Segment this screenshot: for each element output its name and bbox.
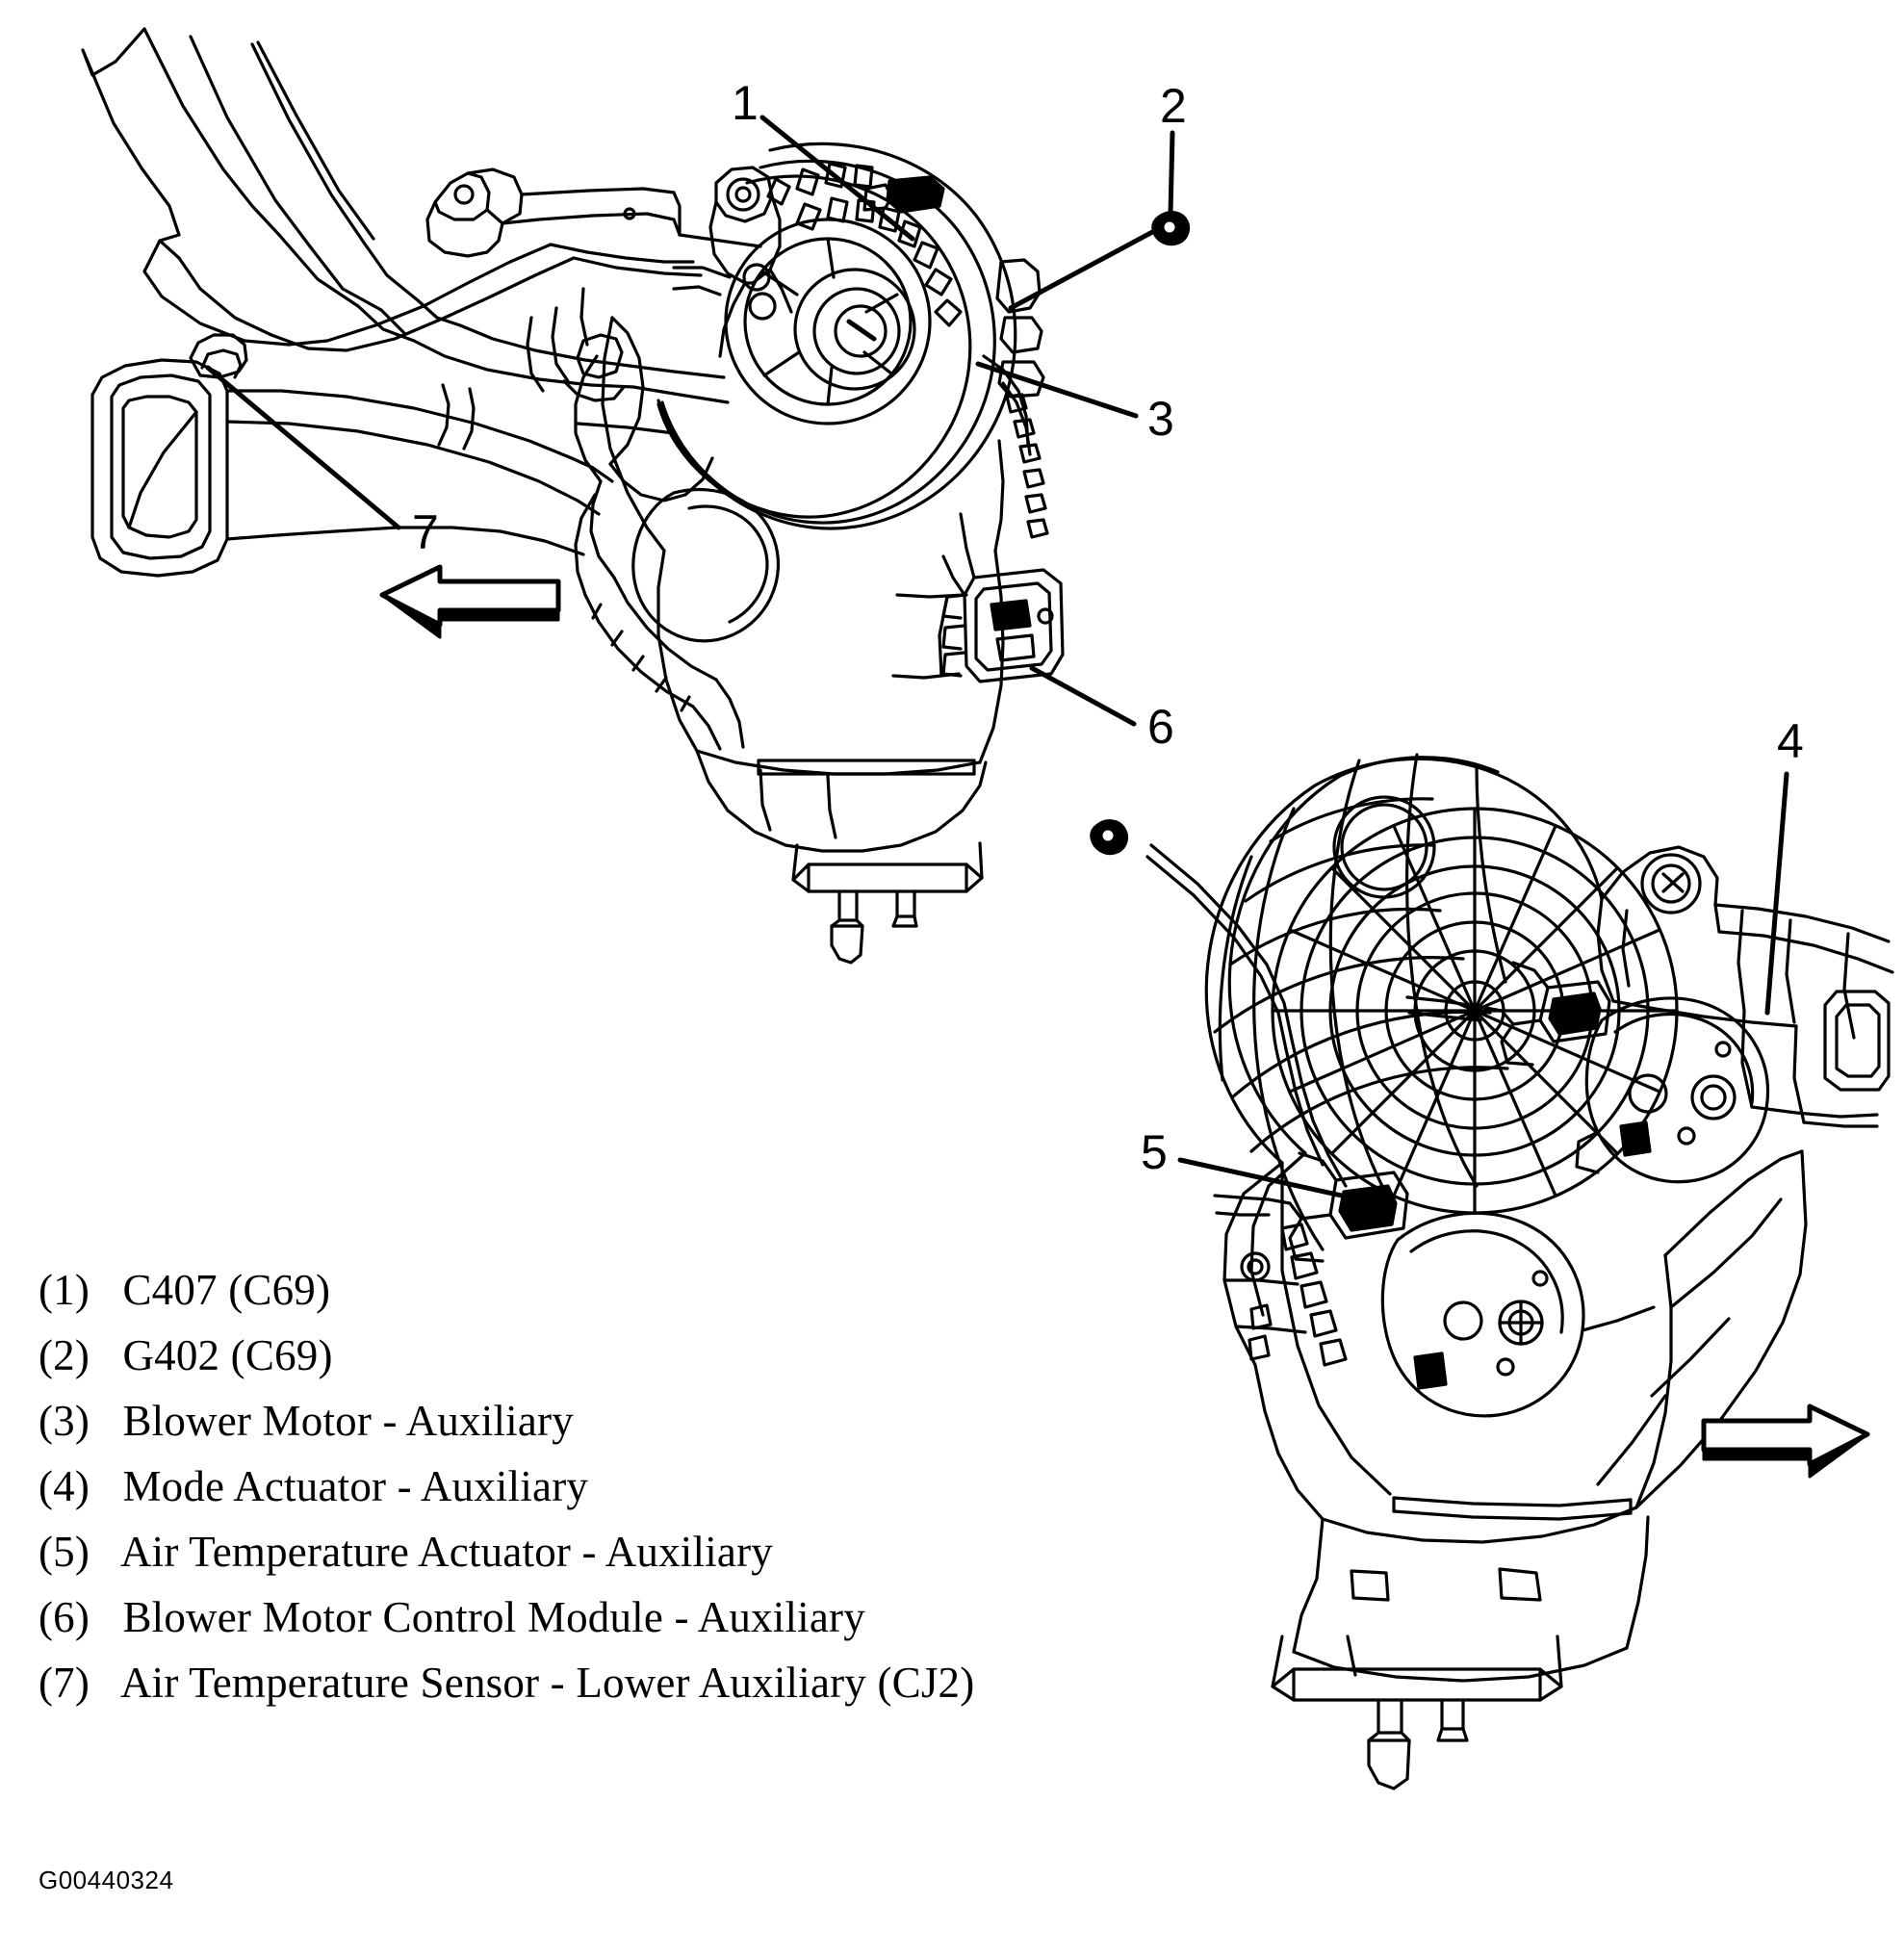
legend-item-5-label: Air Temperature Actuator - Auxiliary (119, 1528, 773, 1576)
legend-item-1-label: C407 (C69) (122, 1266, 331, 1314)
leader-line-7 (205, 365, 401, 530)
legend-item-1: (1) C407 (C69) (39, 1269, 1242, 1312)
legend-item-2: (2) G402 (C69) (39, 1334, 1242, 1378)
leader-line-4 (1764, 771, 1789, 1016)
leader-line-3 (975, 361, 1139, 419)
upper-left-blower-case (601, 142, 1065, 965)
leader-line-2b (1008, 227, 1159, 311)
leader-line-6 (1029, 665, 1137, 727)
left-direction-arrow (379, 564, 561, 639)
legend-item-4-label: Mode Actuator - Auxiliary (122, 1462, 589, 1510)
legend-item-7-number: (7) (39, 1659, 90, 1707)
callout-7: 7 (412, 505, 439, 559)
legend-list: (1) C407 (C69) (2) G402 (C69) (3) Blower… (39, 1269, 1242, 1727)
callout-1: 1 (732, 76, 759, 130)
upper-left-case-lower-panels (574, 316, 966, 751)
legend-item-6: (6) Blower Motor Control Module - Auxili… (39, 1596, 1242, 1639)
right-direction-arrow (1701, 1403, 1870, 1479)
figure-code: G00440324 (39, 1866, 174, 1894)
callout-6: 6 (1147, 700, 1174, 754)
legend-item-3-label: Blower Motor - Auxiliary (122, 1397, 574, 1445)
legend-item-2-label: G402 (C69) (122, 1331, 333, 1379)
legend-item-7-label: Air Temperature Sensor - Lower Auxiliary… (119, 1659, 975, 1707)
callout-4: 4 (1777, 714, 1804, 768)
lower-right-hvac-module (1145, 753, 1894, 1790)
legend-item-3: (3) Blower Motor - Auxiliary (39, 1400, 1242, 1443)
leader-lines (205, 115, 1789, 1206)
legend-item-6-number: (6) (39, 1593, 90, 1641)
leader-line-5 (1177, 1157, 1379, 1206)
legend-item-2-number: (2) (39, 1331, 90, 1379)
ground-eyelet-terminals (1090, 211, 1191, 856)
callout-3: 3 (1147, 392, 1174, 446)
legend-item-1-number: (1) (39, 1266, 90, 1314)
callout-5: 5 (1141, 1125, 1168, 1179)
legend-item-5-number: (5) (39, 1528, 90, 1576)
legend-item-6-label: Blower Motor Control Module - Auxiliary (122, 1593, 865, 1641)
leader-line-1 (759, 115, 915, 242)
legend-item-4: (4) Mode Actuator - Auxiliary (39, 1465, 1242, 1508)
legend-item-3-number: (3) (39, 1397, 90, 1445)
upper-left-duct-assembly (81, 27, 762, 578)
callout-2: 2 (1160, 79, 1187, 133)
legend-item-7: (7) Air Temperature Sensor - Lower Auxil… (39, 1661, 1242, 1705)
legend-item-5: (5) Air Temperature Actuator - Auxiliary (39, 1531, 1242, 1574)
leader-line-2a (1168, 130, 1175, 217)
legend-item-4-number: (4) (39, 1462, 90, 1510)
